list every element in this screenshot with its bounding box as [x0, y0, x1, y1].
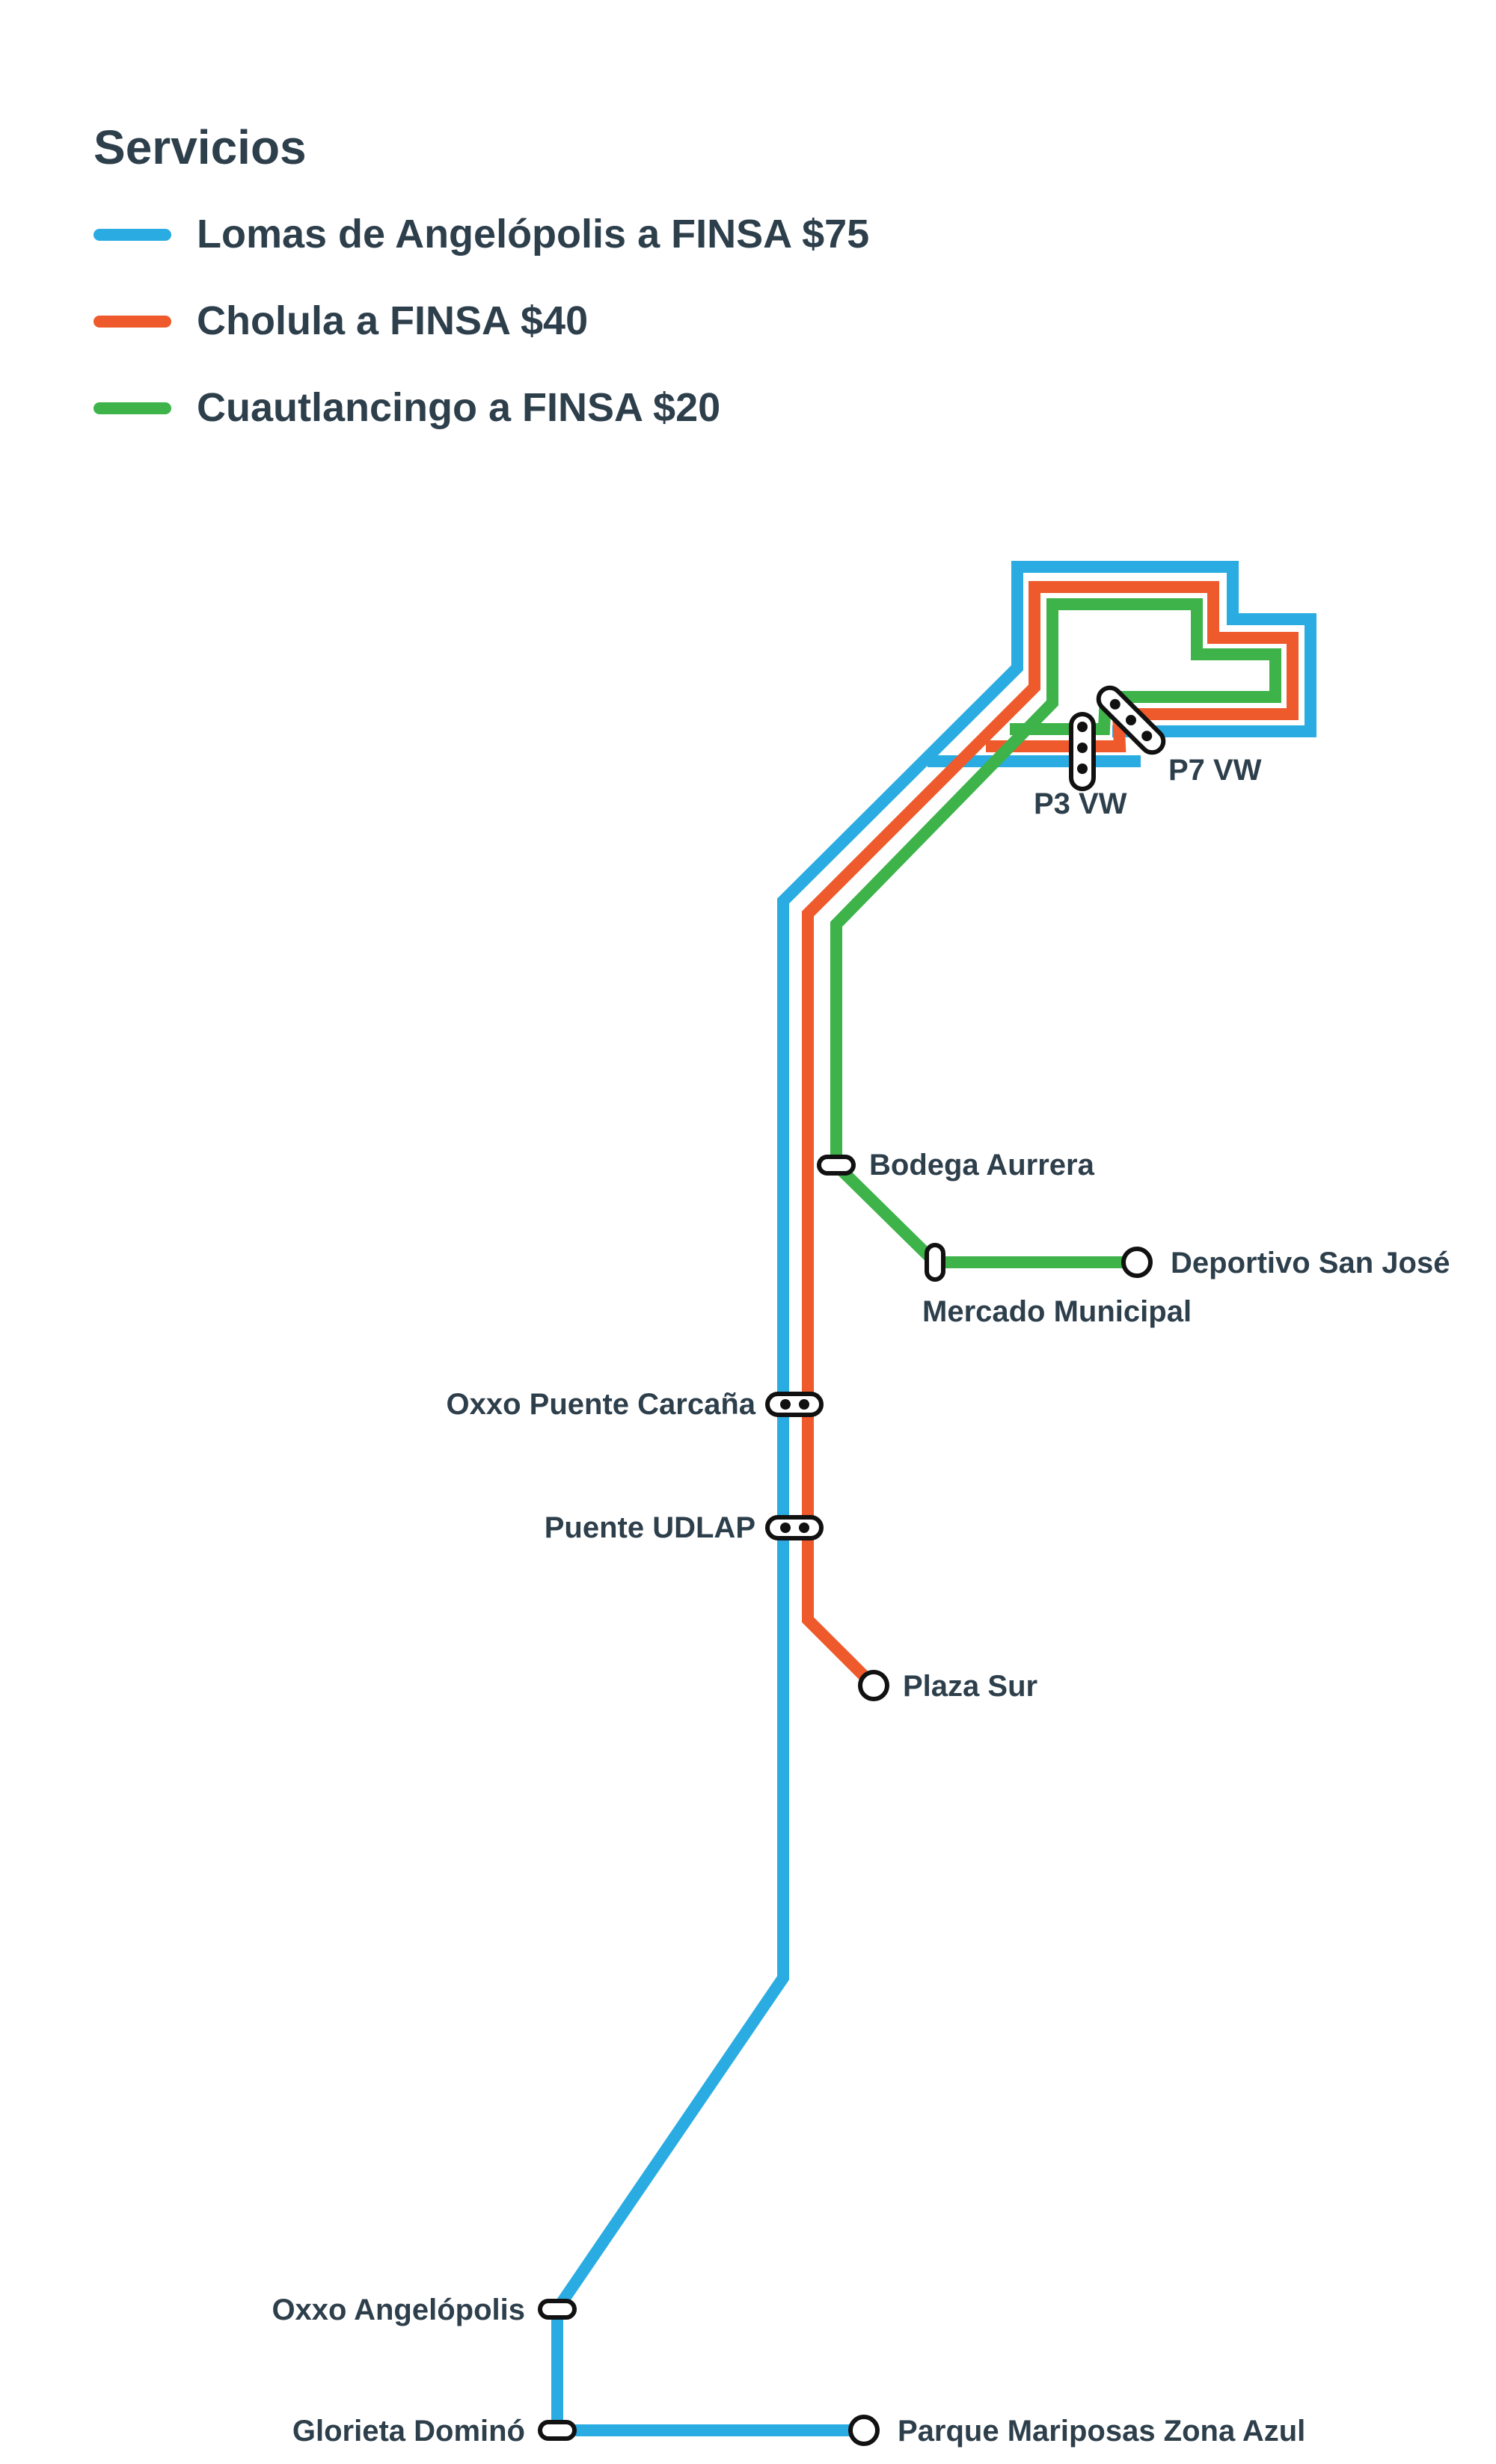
stop-label-parque-mariposas: Parque Mariposas Zona Azul — [898, 2415, 1305, 2448]
stop-marker-oxxo-angelopolis[interactable] — [538, 2299, 577, 2320]
stop-label-deportivo-san-jose: Deportivo San José — [1171, 1247, 1450, 1279]
legend-label-lomas: Lomas de Angelópolis a FINSA $75 — [197, 212, 870, 256]
stop-label-oxxo-puente-carcana: Oxxo Puente Carcaña — [447, 1388, 756, 1421]
stop-label-bodega-aurrera: Bodega Aurrera — [869, 1149, 1095, 1182]
stop-label-mercado-municipal: Mercado Municipal — [922, 1295, 1192, 1328]
legend-label-cholula: Cholula a FINSA $40 — [197, 298, 589, 343]
stop-marker-mercado-municipal[interactable] — [925, 1243, 945, 1282]
legend: Servicios Lomas de Angelópolis a FINSA $… — [94, 120, 869, 471]
stop-terminal-parque-mariposas[interactable] — [848, 2415, 880, 2446]
stop-marker-puente-udlap[interactable] — [765, 1515, 824, 1540]
stop-marker-oxxo-puente-carcana[interactable] — [765, 1392, 824, 1417]
stop-marker-glorieta-domino[interactable] — [538, 2420, 577, 2441]
legend-swatch-orange — [94, 316, 171, 328]
stop-label-p7-vw: P7 VW — [1168, 754, 1262, 787]
stop-label-puente-udlap: Puente UDLAP — [545, 1511, 755, 1544]
stop-marker-p7-vw[interactable] — [1094, 683, 1168, 758]
stop-label-glorieta-domino: Glorieta Dominó — [292, 2415, 525, 2448]
legend-swatch-green — [94, 402, 171, 414]
stop-marker-bodega-aurrera[interactable] — [817, 1155, 856, 1176]
legend-item-cholula: Cholula a FINSA $40 — [94, 298, 588, 384]
stop-label-plaza-sur: Plaza Sur — [903, 1670, 1037, 1703]
legend-item-cuautlancingo: Cuautlancingo a FINSA $20 — [94, 384, 720, 471]
stop-terminal-deportivo[interactable] — [1121, 1247, 1153, 1278]
legend-title: Servicios — [94, 120, 307, 174]
stop-terminal-plaza-sur[interactable] — [858, 1670, 889, 1701]
stop-label-p3-vw: P3 VW — [1034, 787, 1127, 820]
legend-swatch-blue — [94, 229, 171, 241]
legend-item-lomas: Lomas de Angelópolis a FINSA $75 — [94, 211, 869, 298]
route-line-lomas — [551, 561, 1316, 2436]
legend-label-cuautlancingo: Cuautlancingo a FINSA $20 — [197, 385, 721, 430]
stop-label-oxxo-angelopolis: Oxxo Angelópolis — [272, 2294, 525, 2326]
route-line-cholula — [802, 581, 1299, 1690]
stop-marker-p3-vw[interactable] — [1069, 712, 1096, 791]
